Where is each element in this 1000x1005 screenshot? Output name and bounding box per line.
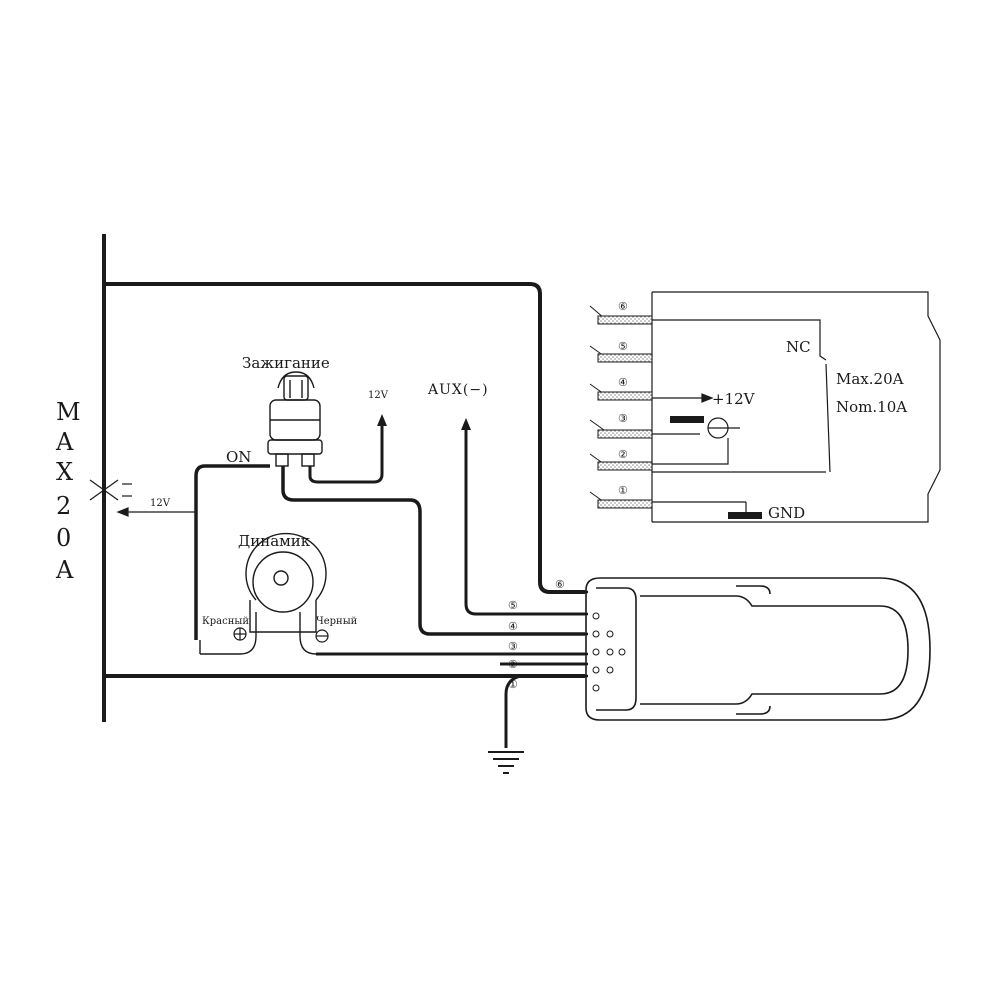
svg-text:2: 2 xyxy=(56,492,71,520)
relay-wire-number: ② xyxy=(618,448,628,461)
module-wire-stubs xyxy=(575,590,588,678)
power-arrow-left xyxy=(116,507,196,517)
relay-wire-number: ① xyxy=(618,484,628,497)
main-wire-number: ③ xyxy=(508,640,518,653)
svg-text:A: A xyxy=(55,556,74,584)
svg-text:X: X xyxy=(56,458,73,486)
relay-coil-icon xyxy=(670,416,704,423)
module-connector-pins xyxy=(592,612,626,692)
speaker-icon xyxy=(199,532,327,655)
relay-panel xyxy=(651,291,941,523)
relay-12v-label: +12V xyxy=(712,390,756,408)
fuse-symbol xyxy=(89,479,132,501)
on-label: ON xyxy=(226,448,251,466)
ignition-12v-label: 12V xyxy=(368,390,389,401)
plus-terminal-icon xyxy=(233,627,247,641)
wire-6-trace xyxy=(104,282,585,594)
wire-5-trace xyxy=(464,428,585,616)
gnd-label: GND xyxy=(768,504,805,522)
alarm-module-icon xyxy=(585,577,931,721)
main-wire-number: ⑤ xyxy=(508,599,518,612)
max20a-vertical-label: M A X 2 0 A xyxy=(55,398,81,584)
main-wire-number: ⑥ xyxy=(555,578,565,591)
wire-4-trace xyxy=(281,466,585,636)
black-label: Черный xyxy=(316,616,358,627)
relay-wire-number: ④ xyxy=(618,376,628,389)
aux-label: AUX(−) xyxy=(427,382,489,398)
nc-label: NC xyxy=(786,338,811,356)
main-wire-numbers: ⑥ ⑤ ④ ③ ② ① xyxy=(508,578,565,691)
gnd-block xyxy=(728,512,762,519)
ignition-key-icon xyxy=(267,371,323,467)
main-wire-number: ② xyxy=(508,658,518,671)
ignition-label: Зажигание xyxy=(242,354,330,372)
ignition-on-trace xyxy=(194,464,270,640)
relay-wire-number: ⑤ xyxy=(618,340,628,353)
relay-wire-stubs xyxy=(589,305,653,509)
left-12v-label: 12V xyxy=(150,498,171,509)
ground-wire xyxy=(504,674,521,748)
svg-text:M: M xyxy=(56,398,81,426)
relay-wire-number: ⑥ xyxy=(618,300,628,313)
max20a-label: Max.20A xyxy=(836,370,904,388)
svg-text:0: 0 xyxy=(56,524,71,552)
speaker-label: Динамик xyxy=(238,532,311,550)
relay-wire-number: ③ xyxy=(618,412,628,425)
svg-text:A: A xyxy=(55,428,74,456)
relay-wire-numbers: ⑥ ⑤ ④ ③ ② ① xyxy=(618,300,628,497)
ground-icon xyxy=(488,751,524,774)
main-wire-number: ④ xyxy=(508,620,518,633)
ignition-12v-trace xyxy=(308,424,384,484)
red-label: Красный xyxy=(202,616,249,627)
main-wire-number: ① xyxy=(508,678,518,691)
nom10a-label: Nom.10A xyxy=(836,398,907,416)
minus-terminal-icon xyxy=(315,629,329,643)
